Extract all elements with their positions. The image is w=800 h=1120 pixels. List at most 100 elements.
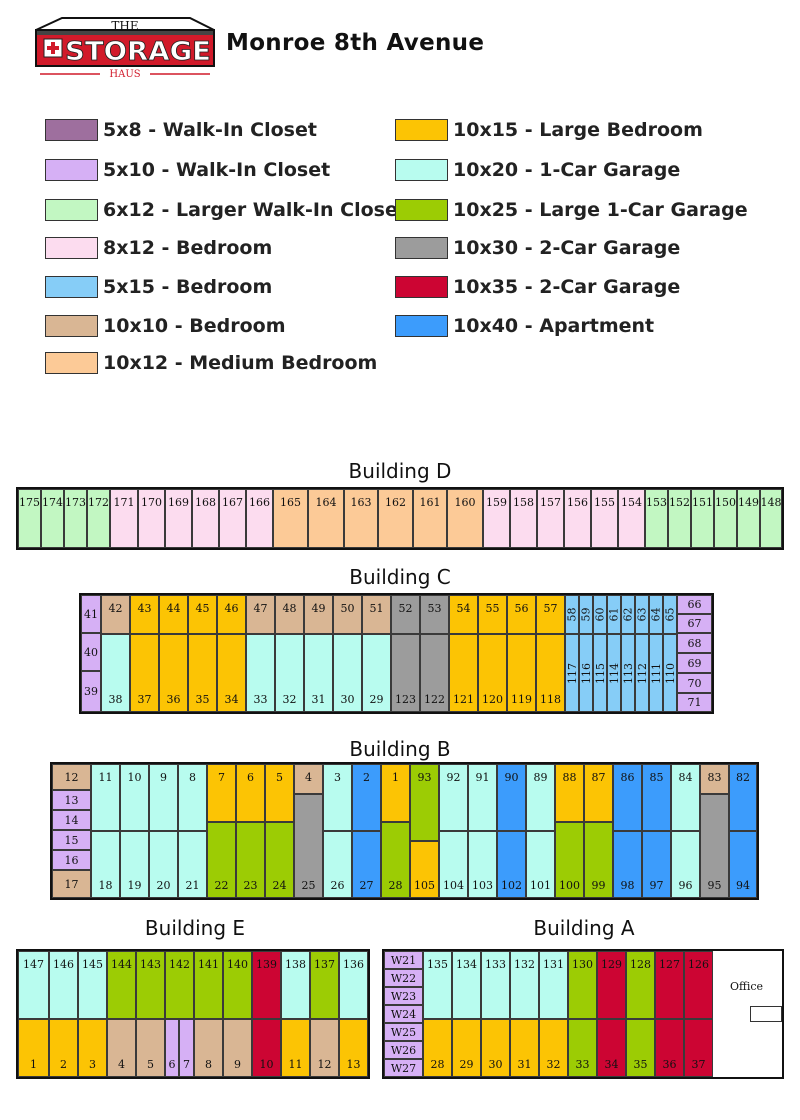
- storage-unit[interactable]: 10: [120, 764, 149, 831]
- storage-unit[interactable]: 175: [18, 489, 41, 548]
- storage-unit[interactable]: 35: [626, 1019, 655, 1077]
- storage-unit[interactable]: 36: [159, 634, 188, 712]
- storage-unit[interactable]: 5: [136, 1019, 165, 1077]
- storage-unit[interactable]: 69: [677, 653, 712, 673]
- storage-unit[interactable]: 31: [304, 634, 333, 712]
- storage-unit[interactable]: 41: [81, 595, 101, 633]
- storage-unit[interactable]: 101: [526, 831, 555, 898]
- storage-unit[interactable]: 88: [555, 764, 584, 822]
- storage-unit[interactable]: 100: [555, 822, 584, 898]
- storage-unit[interactable]: 97: [642, 831, 671, 898]
- storage-unit[interactable]: 1: [18, 1019, 49, 1077]
- storage-unit[interactable]: 153: [645, 489, 668, 548]
- storage-unit[interactable]: 140: [223, 951, 252, 1019]
- storage-unit[interactable]: 36: [655, 1019, 684, 1077]
- storage-unit[interactable]: 161: [413, 489, 447, 548]
- storage-unit[interactable]: W22: [384, 969, 423, 987]
- storage-unit[interactable]: 151: [691, 489, 714, 548]
- storage-unit[interactable]: 24: [265, 822, 294, 898]
- storage-unit[interactable]: 10: [252, 1019, 281, 1077]
- storage-unit[interactable]: 2: [49, 1019, 78, 1077]
- storage-unit[interactable]: 9: [223, 1019, 252, 1077]
- storage-unit[interactable]: 82: [729, 764, 757, 831]
- storage-unit[interactable]: 147: [18, 951, 49, 1019]
- storage-unit[interactable]: 152: [668, 489, 691, 548]
- storage-unit[interactable]: 122: [420, 634, 449, 712]
- storage-unit[interactable]: 59: [579, 595, 593, 634]
- storage-unit[interactable]: 169: [165, 489, 192, 548]
- storage-unit[interactable]: 165: [273, 489, 308, 548]
- storage-unit[interactable]: 89: [526, 764, 555, 831]
- storage-unit[interactable]: W23: [384, 987, 423, 1005]
- storage-unit[interactable]: 53: [420, 595, 449, 634]
- storage-unit[interactable]: 42: [101, 595, 130, 634]
- storage-unit[interactable]: 66: [677, 595, 712, 614]
- storage-unit[interactable]: 54: [449, 595, 478, 634]
- storage-unit[interactable]: 2: [352, 764, 381, 831]
- storage-unit[interactable]: 85: [642, 764, 671, 831]
- storage-unit[interactable]: 52: [391, 595, 420, 634]
- storage-unit[interactable]: 105: [410, 841, 439, 898]
- storage-unit[interactable]: 172: [87, 489, 110, 548]
- storage-unit[interactable]: 12: [52, 764, 91, 790]
- storage-unit[interactable]: 11: [91, 764, 120, 831]
- storage-unit[interactable]: 83: [700, 764, 729, 794]
- storage-unit[interactable]: 14: [52, 810, 91, 830]
- storage-unit[interactable]: 173: [64, 489, 87, 548]
- storage-unit[interactable]: 37: [684, 1019, 713, 1077]
- storage-unit[interactable]: 96: [671, 831, 700, 898]
- storage-unit[interactable]: 19: [120, 831, 149, 898]
- storage-unit[interactable]: 62: [621, 595, 635, 634]
- storage-unit[interactable]: 119: [507, 634, 536, 712]
- storage-unit[interactable]: 129: [597, 951, 626, 1019]
- storage-unit[interactable]: 99: [584, 822, 613, 898]
- storage-unit[interactable]: 93: [410, 764, 439, 841]
- storage-unit[interactable]: 114: [607, 634, 621, 712]
- storage-unit[interactable]: 37: [130, 634, 159, 712]
- storage-unit[interactable]: 6: [236, 764, 265, 822]
- storage-unit[interactable]: 56: [507, 595, 536, 634]
- storage-unit[interactable]: 143: [136, 951, 165, 1019]
- storage-unit[interactable]: 113: [621, 634, 635, 712]
- storage-unit[interactable]: 17: [52, 870, 91, 898]
- storage-unit[interactable]: 138: [281, 951, 310, 1019]
- storage-unit[interactable]: 67: [677, 614, 712, 633]
- storage-unit[interactable]: 98: [613, 831, 642, 898]
- storage-unit[interactable]: 87: [584, 764, 613, 822]
- storage-unit[interactable]: 104: [439, 831, 468, 898]
- storage-unit[interactable]: 110: [663, 634, 677, 712]
- storage-unit[interactable]: 111: [649, 634, 663, 712]
- storage-unit[interactable]: 18: [91, 831, 120, 898]
- storage-unit[interactable]: 11: [281, 1019, 310, 1077]
- storage-unit[interactable]: 121: [449, 634, 478, 712]
- storage-unit[interactable]: 43: [130, 595, 159, 634]
- storage-unit[interactable]: 40: [81, 633, 101, 671]
- storage-unit[interactable]: 135: [423, 951, 452, 1019]
- storage-unit[interactable]: 28: [381, 822, 410, 898]
- storage-unit[interactable]: 166: [246, 489, 273, 548]
- storage-unit[interactable]: 120: [478, 634, 507, 712]
- storage-unit[interactable]: 38: [101, 634, 130, 712]
- storage-unit[interactable]: 27: [352, 831, 381, 898]
- storage-unit[interactable]: 127: [655, 951, 684, 1019]
- storage-unit[interactable]: 29: [452, 1019, 481, 1077]
- storage-unit[interactable]: 49: [304, 595, 333, 634]
- storage-unit[interactable]: 45: [188, 595, 217, 634]
- storage-unit[interactable]: W26: [384, 1041, 423, 1059]
- storage-unit[interactable]: 33: [568, 1019, 597, 1077]
- storage-unit[interactable]: 164: [308, 489, 344, 548]
- storage-unit[interactable]: 70: [677, 673, 712, 693]
- storage-unit[interactable]: 44: [159, 595, 188, 634]
- storage-unit[interactable]: 112: [635, 634, 649, 712]
- storage-unit[interactable]: 58: [565, 595, 579, 634]
- storage-unit[interactable]: 30: [333, 634, 362, 712]
- storage-unit[interactable]: 28: [423, 1019, 452, 1077]
- storage-unit[interactable]: 158: [510, 489, 537, 548]
- storage-unit[interactable]: W27: [384, 1059, 423, 1077]
- storage-unit[interactable]: 1: [381, 764, 410, 822]
- storage-unit[interactable]: 168: [192, 489, 219, 548]
- storage-unit[interactable]: 32: [539, 1019, 568, 1077]
- storage-unit[interactable]: 33: [246, 634, 275, 712]
- storage-unit[interactable]: 51: [362, 595, 391, 634]
- storage-unit[interactable]: 102: [497, 831, 526, 898]
